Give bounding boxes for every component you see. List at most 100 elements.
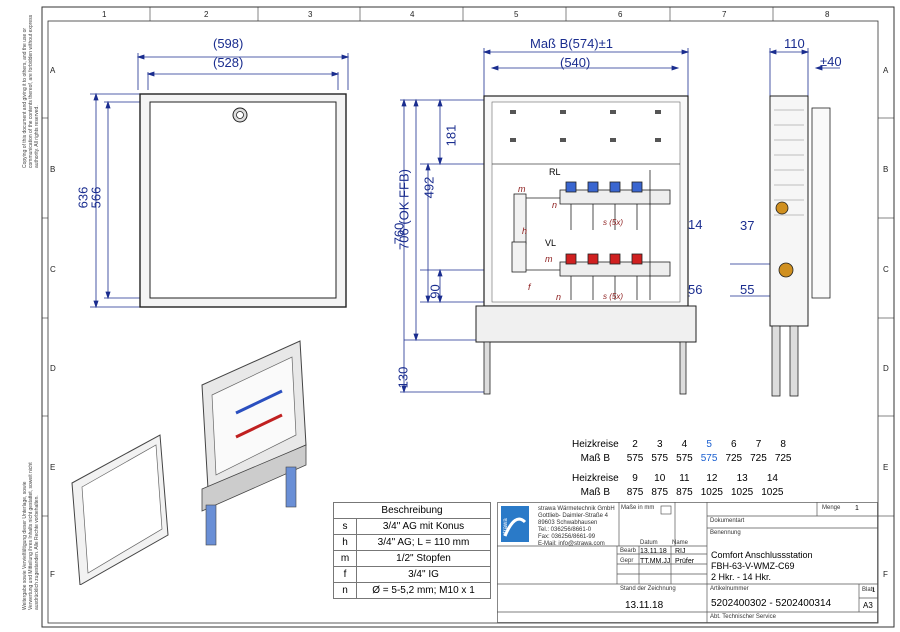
mass-heading: Maß B	[580, 452, 611, 464]
front-view-drawing	[90, 53, 350, 309]
circuit-cell: 12	[706, 472, 718, 484]
bearb-label: Bearb	[620, 548, 637, 554]
side-adjust-40: ±40	[820, 54, 842, 69]
mass-cell: 875	[651, 486, 669, 498]
label-s-bottom: s (5x)	[603, 292, 623, 301]
circuit-cell: 10	[654, 472, 666, 484]
label-m-bottom: m	[545, 254, 553, 264]
grid-col-2: 2	[204, 10, 209, 19]
legend-key: m	[333, 550, 357, 567]
front-height-inner: 566	[88, 186, 104, 209]
legend-key: f	[333, 566, 357, 583]
bottom-offset-90: 90	[427, 284, 443, 299]
label-s-top: s (5x)	[603, 218, 623, 227]
grid-row-f-right: F	[883, 570, 888, 579]
artikel-label: Artikelnummer	[710, 586, 749, 592]
circuit-cell: 6	[731, 438, 737, 450]
drawing-title-line: FBH-63-V-WMZ-C69	[711, 561, 795, 571]
legend-desc: 3/4" AG mit Konus	[356, 518, 491, 535]
mass-in-mm-label: Maße in mm	[621, 505, 655, 511]
grid-col-5: 5	[514, 10, 519, 19]
drawing-title-line: Comfort Anschlussstation	[711, 550, 813, 560]
grid-row-c-right: C	[883, 265, 889, 274]
label-h: h	[522, 226, 528, 236]
company-address: strawa Wärmetechnik GmbH Gottlieb- Daiml…	[538, 506, 615, 548]
name-label: Name	[672, 540, 689, 546]
grid-col-8: 8	[825, 10, 830, 19]
stand-label: Stand der Zeichnung	[620, 586, 676, 592]
top-offset-181: 181	[443, 124, 459, 147]
circuit-cell: 4	[681, 438, 688, 450]
label-f: f	[528, 282, 531, 292]
bearb-name: RIJ	[675, 548, 686, 555]
circuit-cell-highlight: 5	[706, 438, 712, 450]
gepr-label: Gepr	[620, 558, 634, 564]
grid-row-d-left: D	[50, 364, 56, 373]
company-line: E-Mail: info@strawa.com	[538, 541, 605, 547]
legend-key: n	[333, 582, 357, 599]
mass-cell-highlight: 575	[700, 452, 718, 464]
company-line: Tel.: 036256/8661-0	[538, 527, 592, 533]
circuit-cell: 13	[736, 472, 748, 484]
circuit-cell: 3	[656, 438, 663, 450]
legend-title: Beschreibung	[333, 502, 491, 519]
grid-row-b-left: B	[50, 165, 56, 174]
circuits-heading: Heizkreise	[572, 438, 619, 450]
side-dim-37: 37	[740, 218, 755, 233]
grid-col-1: 1	[102, 10, 107, 19]
mass-cell: 1025	[700, 486, 723, 498]
manifold-width-inner: (540)	[560, 55, 591, 70]
company-logo-text: strawa	[503, 518, 509, 536]
grid-col-7: 7	[722, 10, 727, 19]
blatt-value: 1	[872, 588, 876, 594]
grid-col-6: 6	[618, 10, 623, 19]
manifold-view-drawing	[400, 48, 697, 395]
label-n-top: n	[552, 200, 558, 210]
mass-heading: Maß B	[580, 486, 611, 498]
grid-row-b-right: B	[883, 165, 889, 174]
legend-desc: 1/2" Stopfen	[356, 550, 491, 567]
datum-label: Datum	[640, 540, 658, 546]
mass-cell: 1025	[731, 486, 754, 498]
department: Abt. Technischer Service	[710, 614, 776, 620]
dim-14: 14	[688, 217, 703, 232]
circuit-cell: 8	[780, 438, 786, 450]
circuit-cell: 7	[755, 438, 762, 450]
benennung-label: Benennung	[710, 530, 741, 536]
grid-row-e-left: E	[50, 463, 56, 472]
legend-desc: 3/4" AG; L = 110 mm	[356, 534, 491, 551]
circuit-cell: 14	[766, 472, 778, 484]
grid-row-f-left: F	[50, 570, 55, 579]
menge-value: 1	[855, 505, 859, 512]
dim-56: 56	[688, 282, 703, 297]
circuit-cell: 2	[632, 438, 638, 450]
sheet-format: A3	[863, 601, 873, 610]
height-492: 492	[421, 176, 437, 199]
grid-col-3: 3	[308, 10, 313, 19]
grid-row-a-right: A	[883, 66, 889, 75]
grid-row-c-left: C	[50, 265, 56, 274]
gepr-date: TT.MM.JJ	[640, 558, 671, 565]
drawing-title: Comfort Anschlussstation FBH-63-V-WMZ-C6…	[711, 550, 813, 583]
gepr-name: Prüfer	[675, 558, 695, 565]
mass-cell: 575	[626, 452, 644, 464]
foot-height-130: 130	[395, 366, 411, 389]
mass-cell: 725	[774, 452, 792, 464]
drawing-title-line: 2 Hkr. - 14 Hkr.	[711, 572, 772, 582]
company-line: Fax: 036256/8661-99	[538, 534, 596, 540]
mass-b-dimension: Maß B(574)±1	[530, 36, 613, 51]
legend-desc: 3/4" IG	[356, 566, 491, 583]
mass-cell: 575	[676, 452, 693, 464]
grid-row-d-right: D	[883, 364, 889, 373]
label-m-top: m	[518, 184, 526, 194]
front-width-outer: (598)	[213, 36, 244, 51]
side-view-drawing	[730, 48, 840, 397]
label-vl: VL	[545, 238, 557, 248]
mass-cell: 1025	[761, 486, 784, 498]
grid-row-e-right: E	[883, 463, 889, 472]
mass-cell: 575	[651, 452, 669, 464]
bearb-date: 13.11.18	[640, 548, 667, 555]
legend-key: h	[333, 534, 357, 551]
